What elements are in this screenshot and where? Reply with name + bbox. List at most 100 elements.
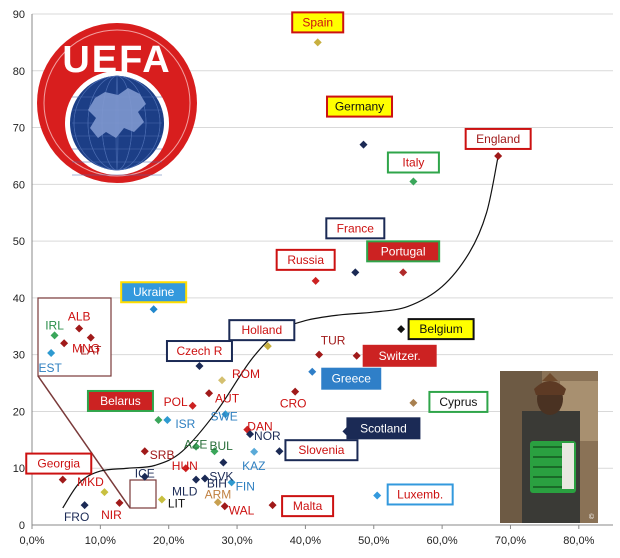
label-isr: ISR	[175, 417, 195, 431]
label-switzer: Switzer.	[379, 349, 421, 363]
point-mkd	[100, 488, 109, 497]
x-tick-label: 20,0%	[153, 535, 184, 547]
label-france: France	[337, 221, 375, 235]
point-mld	[192, 475, 201, 484]
label-box-scotland	[346, 417, 421, 440]
label-box-luxemb	[386, 483, 454, 506]
point-switzer	[352, 351, 361, 360]
label-georgia: Georgia	[37, 457, 80, 471]
label-box-england	[464, 127, 532, 150]
label-box-russia	[275, 248, 336, 271]
label-nir: NIR	[101, 508, 122, 522]
label-tur: TUR	[321, 334, 346, 348]
accordion-player-photo: ©	[500, 371, 598, 523]
label-alb: ALB	[68, 310, 91, 324]
point-svk	[219, 458, 228, 467]
point-srb	[140, 447, 149, 456]
x-tick-label: 0,0%	[19, 535, 44, 547]
label-box-italy	[386, 151, 440, 174]
point-cro	[291, 387, 300, 396]
point-ice	[140, 472, 149, 481]
label-czech-r: Czech R	[176, 344, 222, 358]
photo-hat	[534, 381, 566, 395]
point-aut	[205, 389, 214, 398]
point-czech-r	[195, 362, 204, 371]
label-mld: MLD	[172, 485, 198, 499]
label-fin: FIN	[236, 479, 255, 493]
point-italy	[409, 177, 418, 186]
label-hun: HUN	[172, 459, 198, 473]
uefa-logo: UEFA	[37, 23, 197, 183]
y-tick-label: 70	[13, 123, 25, 135]
point-mng	[60, 339, 69, 348]
label-wal: WAL	[229, 503, 255, 517]
logo-globe-meridian	[73, 75, 161, 171]
label-dan: DAN	[247, 420, 272, 434]
label-box-greece	[321, 367, 382, 390]
y-tick-label: 0	[19, 520, 25, 532]
point-aze	[192, 442, 201, 451]
point-swe	[221, 410, 230, 419]
label-belgium: Belgium	[419, 322, 462, 336]
point-rom	[218, 376, 227, 385]
point-germany	[359, 140, 368, 149]
label-scotland: Scotland	[360, 421, 407, 435]
y-tick-label: 10	[13, 463, 25, 475]
y-tick-label: 30	[13, 350, 25, 362]
label-mng: MNG	[72, 341, 100, 355]
label-italy: Italy	[402, 155, 424, 169]
logo-europe-map	[88, 88, 146, 138]
label-cyprus: Cyprus	[439, 395, 477, 409]
y-tick-label: 20	[13, 406, 25, 418]
callout-connector	[37, 375, 131, 509]
point-bih	[200, 474, 209, 483]
point-tur	[315, 350, 324, 359]
point-belarus	[154, 415, 163, 424]
point-arm	[213, 498, 222, 507]
label-malta: Malta	[293, 499, 323, 513]
label-germany: Germany	[335, 100, 384, 114]
photo-accordion-keys	[562, 443, 574, 489]
label-box-slovenia	[284, 439, 359, 462]
x-tick-label: 80,0%	[563, 535, 594, 547]
label-bul: BUL	[210, 439, 234, 453]
label-kaz: KAZ	[242, 459, 265, 473]
label-box-holland	[228, 319, 296, 342]
data-points	[47, 38, 503, 511]
point-greece	[308, 367, 317, 376]
label-belarus: Belarus	[100, 394, 141, 408]
point-lit	[157, 495, 166, 504]
point-belgium	[397, 325, 406, 334]
label-box-germany	[326, 95, 394, 118]
y-tick-label: 90	[13, 9, 25, 21]
point-nor	[246, 430, 255, 439]
label-swe: SWE	[210, 409, 237, 423]
label-russia: Russia	[287, 253, 324, 267]
label-svk: SVK	[209, 470, 233, 484]
callout-source-frame	[129, 479, 157, 509]
point-hun	[181, 464, 190, 473]
point-cyprus	[409, 398, 418, 407]
label-box-malta	[281, 495, 335, 518]
x-tick-label: 70,0%	[495, 535, 526, 547]
y-tick-label: 40	[13, 293, 25, 305]
label-box-belarus	[86, 389, 154, 412]
callout-box	[37, 297, 157, 509]
point-portugal	[399, 268, 408, 277]
x-tick-label: 30,0%	[221, 535, 252, 547]
point-georgia	[58, 475, 67, 484]
photo-hat-top	[542, 373, 558, 381]
label-box-portugal	[366, 240, 441, 263]
point-isr	[163, 415, 172, 424]
point-holland	[263, 342, 272, 351]
y-tick-label: 80	[13, 66, 25, 78]
label-irl: IRL	[45, 318, 64, 332]
point-spain	[313, 38, 322, 47]
point-france	[351, 268, 360, 277]
logo-text: UEFA	[62, 39, 171, 81]
label-lit: LIT	[168, 496, 186, 510]
photo-copyright: ©	[589, 513, 595, 521]
label-cro: CRO	[280, 397, 307, 411]
point-fin	[227, 478, 236, 487]
